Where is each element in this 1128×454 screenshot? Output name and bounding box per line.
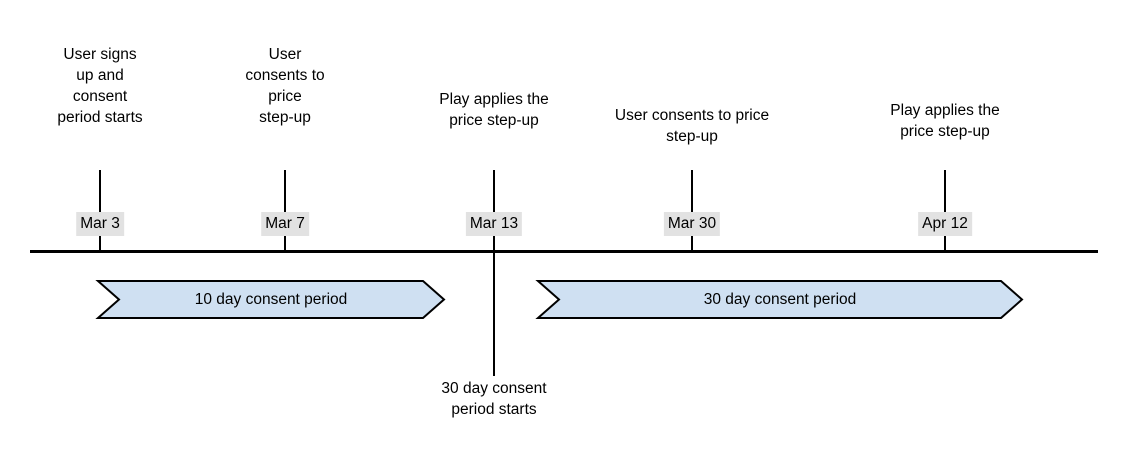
- banner-chevron-shape: [535, 280, 1024, 319]
- date-chip-mar-7: Mar 7: [261, 212, 309, 236]
- date-chip-mar-3: Mar 3: [76, 212, 124, 236]
- date-chip-mar-30: Mar 30: [663, 212, 721, 236]
- event-tick-mar-13: [493, 170, 495, 253]
- below-axis-drop-tick: [493, 250, 495, 376]
- date-chip-apr-12: Apr 12: [918, 212, 972, 236]
- timeline-axis-line: [30, 250, 1098, 253]
- event-tick-mar-7: [284, 170, 286, 253]
- event-label-mar-30: User consents to price step-up: [614, 107, 770, 145]
- event-label-apr-12: Play applies the price step-up: [890, 102, 1000, 140]
- event-label-mar-13: Play applies the price step-up: [439, 91, 549, 129]
- consent-period-banner-2: 30 day consent period: [535, 280, 1024, 319]
- event-tick-mar-30: [691, 170, 693, 253]
- banner-chevron-shape: [95, 280, 446, 319]
- event-label-mar-7: User consents to price step-up: [245, 46, 325, 126]
- date-chip-mar-13: Mar 13: [465, 212, 523, 236]
- event-label-mar-3: User signs up and consent period starts: [57, 46, 143, 126]
- event-tick-mar-3: [99, 170, 101, 253]
- consent-period-banner-1: 10 day consent period: [95, 280, 446, 319]
- event-tick-apr-12: [944, 170, 946, 253]
- below-axis-label: 30 day consent period starts: [441, 380, 547, 418]
